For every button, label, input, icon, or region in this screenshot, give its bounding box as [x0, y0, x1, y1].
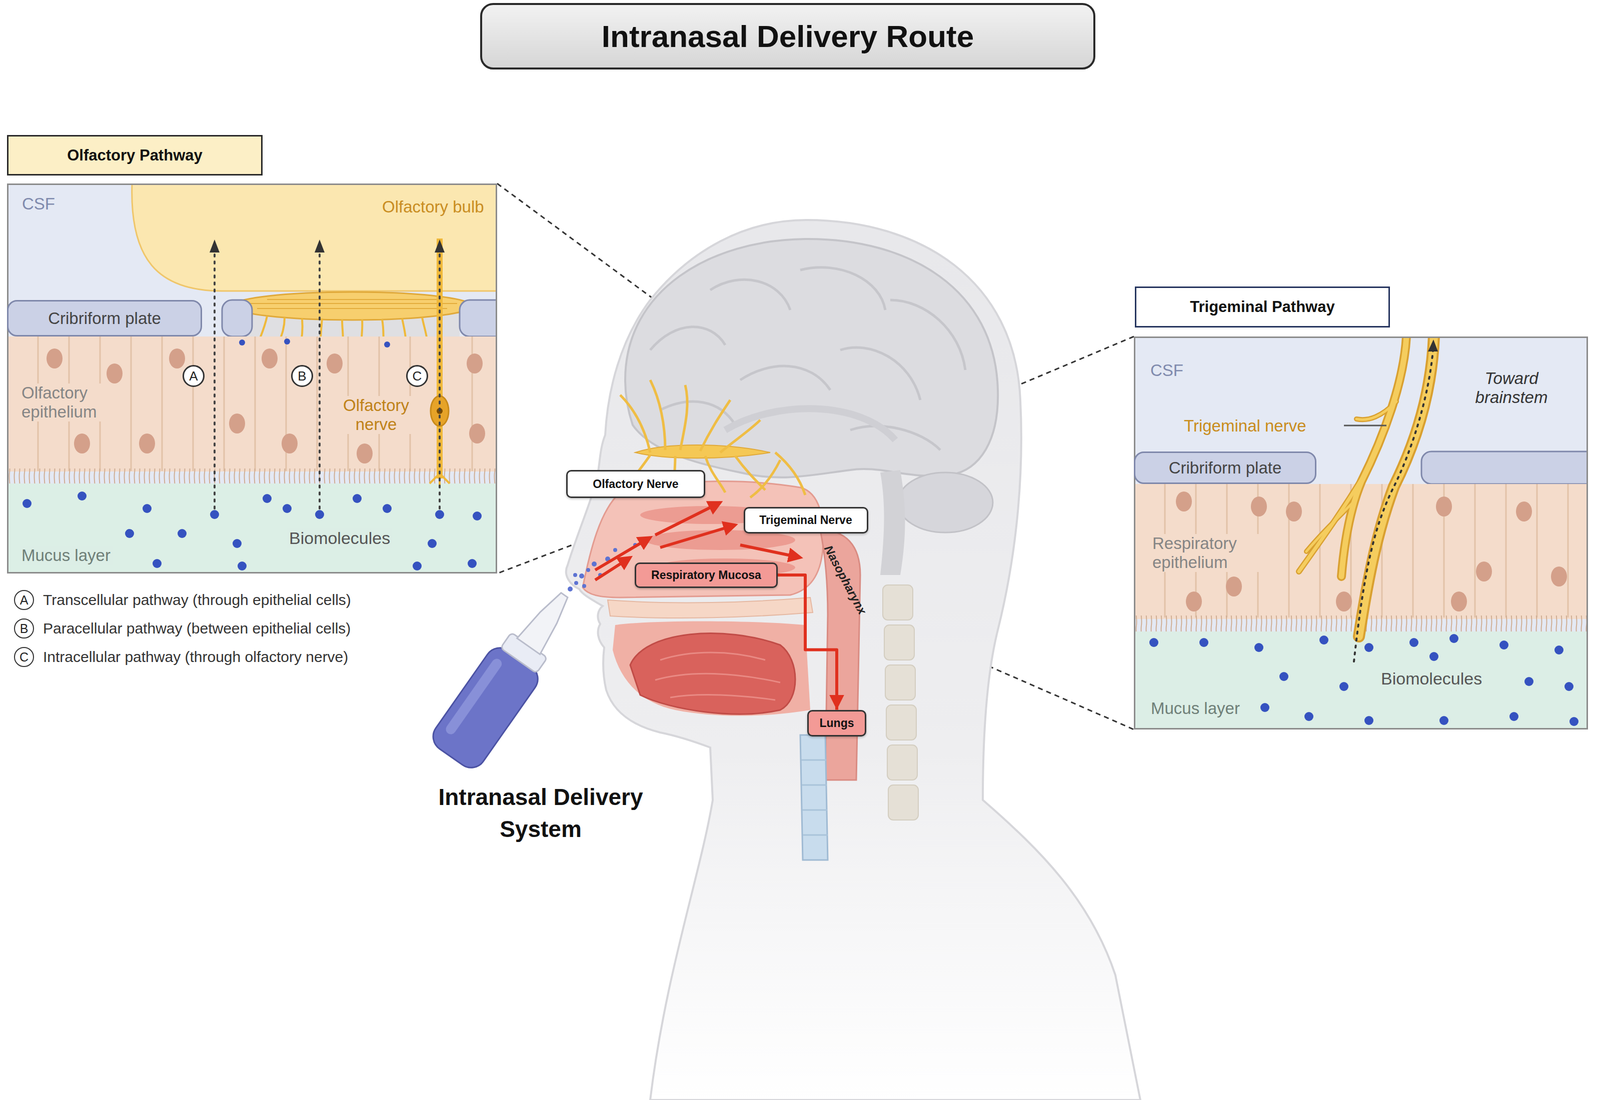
legend-text: Paracellular pathway (between epithelial…	[43, 620, 351, 638]
node-text: Lungs	[819, 716, 855, 731]
cribriform-plate: Cribriform plate	[1133, 451, 1317, 485]
part-label: Olfactory nerve	[324, 396, 429, 435]
marker-letter: A	[189, 368, 198, 385]
marker-letter: B	[297, 368, 307, 385]
pathway-marker: C	[406, 365, 429, 388]
head-illustration	[427, 220, 1141, 1100]
legend-text: Transcellular pathway (through epithelia…	[43, 591, 352, 609]
cribriform-plate: Cribriform plate	[7, 300, 203, 337]
pathway-marker: B	[291, 365, 314, 388]
marker-letter: C	[412, 368, 423, 385]
legend-marker: C	[14, 647, 35, 668]
anatomy-box: Lungs	[807, 710, 867, 737]
legend-marker: A	[14, 590, 35, 611]
title-text: Intranasal Delivery Route	[601, 18, 974, 55]
part-label: Biomolecules	[287, 528, 393, 549]
node-text: Trigeminal Nerve	[759, 513, 852, 528]
diagram-title: Intranasal Delivery Route	[480, 3, 1096, 70]
node-text: Olfactory Nerve	[592, 477, 679, 492]
device-label: Intranasal Delivery System	[435, 781, 646, 846]
panel-header: Olfactory Pathway	[7, 135, 263, 176]
pathway-panel: Trigeminal PathwayCribriform plate	[1133, 286, 1588, 730]
panel-heading: Trigeminal Pathway	[1189, 298, 1335, 317]
trigeminal-panel-art	[1133, 336, 1588, 730]
region-label: CSF	[1150, 361, 1184, 381]
pathway-marker: A	[182, 365, 205, 388]
panel-heading: Olfactory Pathway	[67, 146, 203, 165]
region-label: CSF	[22, 194, 56, 214]
part-label: Trigeminal nerve	[1183, 416, 1307, 436]
anatomy-box: Olfactory Nerve	[566, 470, 706, 499]
region-label: Respiratory epithelium	[1150, 534, 1270, 573]
anatomy-box: Respiratory Mucosa	[634, 562, 778, 589]
region-label: Mucus layer	[19, 546, 113, 566]
spray-bottle	[427, 578, 589, 774]
part-label: Olfactory bulb	[380, 197, 487, 217]
anatomy-box: Trigeminal Nerve	[743, 507, 869, 534]
flow-connector	[777, 575, 837, 711]
direction-note: Toward brainstem	[1453, 369, 1569, 408]
region-label: Mucus layer	[1148, 699, 1242, 719]
legend-text: Intracellular pathway (through olfactory…	[43, 648, 349, 666]
node-text: Respiratory Mucosa	[651, 568, 762, 583]
region-label: Olfactory epithelium	[19, 383, 124, 422]
node-text: Cribriform plate	[48, 309, 162, 329]
node-text: Cribriform plate	[1168, 458, 1282, 478]
legend-marker: B	[14, 618, 35, 639]
olfactory-panel-art	[7, 183, 498, 574]
panel-header: Trigeminal Pathway	[1134, 286, 1390, 328]
part-label: Biomolecules	[1378, 669, 1484, 689]
